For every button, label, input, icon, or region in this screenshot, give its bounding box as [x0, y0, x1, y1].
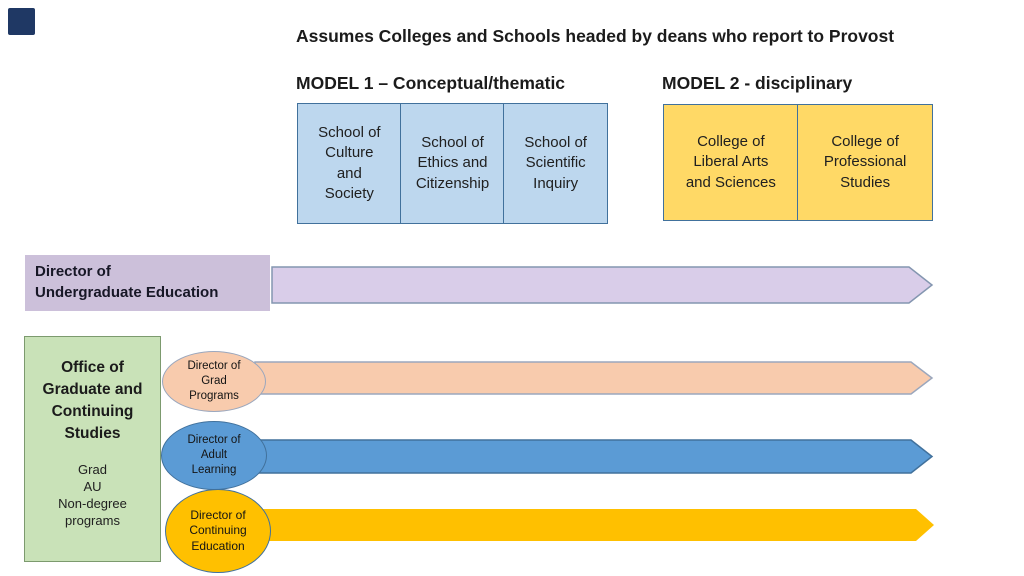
undergrad-director-arrow	[271, 266, 934, 304]
model1-schools-row: School of Culture and Society School of …	[297, 103, 609, 224]
model2-heading: MODEL 2 - disciplinary	[662, 73, 853, 93]
model1-heading: MODEL 1 – Conceptual/thematic	[296, 73, 566, 93]
grad-programs-arrow	[254, 361, 934, 395]
adult-learning-director-ellipse: Director of Adult Learning	[161, 421, 267, 490]
grad-office-programs: Grad AU Non-degree programs	[58, 462, 127, 529]
undergrad-director-box: Director of Undergraduate Education	[25, 255, 270, 311]
slide-title: Assumes Colleges and Schools headed by d…	[296, 26, 895, 46]
continuing-education-arrow	[250, 509, 934, 541]
school-scientific-inquiry-box: School of Scientific Inquiry	[503, 103, 609, 224]
school-culture-society-box: School of Culture and Society	[297, 103, 402, 224]
continuing-education-director-ellipse: Director of Continuing Education	[165, 489, 271, 573]
adult-learning-arrow	[254, 439, 934, 474]
grad-programs-director-ellipse: Director of Grad Programs	[162, 351, 266, 412]
grad-office-title: Office of Graduate and Continuing Studie…	[42, 359, 143, 442]
school-ethics-citizenship-box: School of Ethics and Citizenship	[400, 103, 505, 224]
model2-colleges-row: College of Liberal Arts and Sciences Col…	[663, 104, 933, 221]
college-liberal-arts-box: College of Liberal Arts and Sciences	[663, 104, 799, 221]
corner-accent-square	[8, 8, 35, 35]
college-professional-studies-box: College of Professional Studies	[797, 104, 933, 221]
grad-office-box: Office of Graduate and Continuing Studie…	[24, 336, 161, 562]
